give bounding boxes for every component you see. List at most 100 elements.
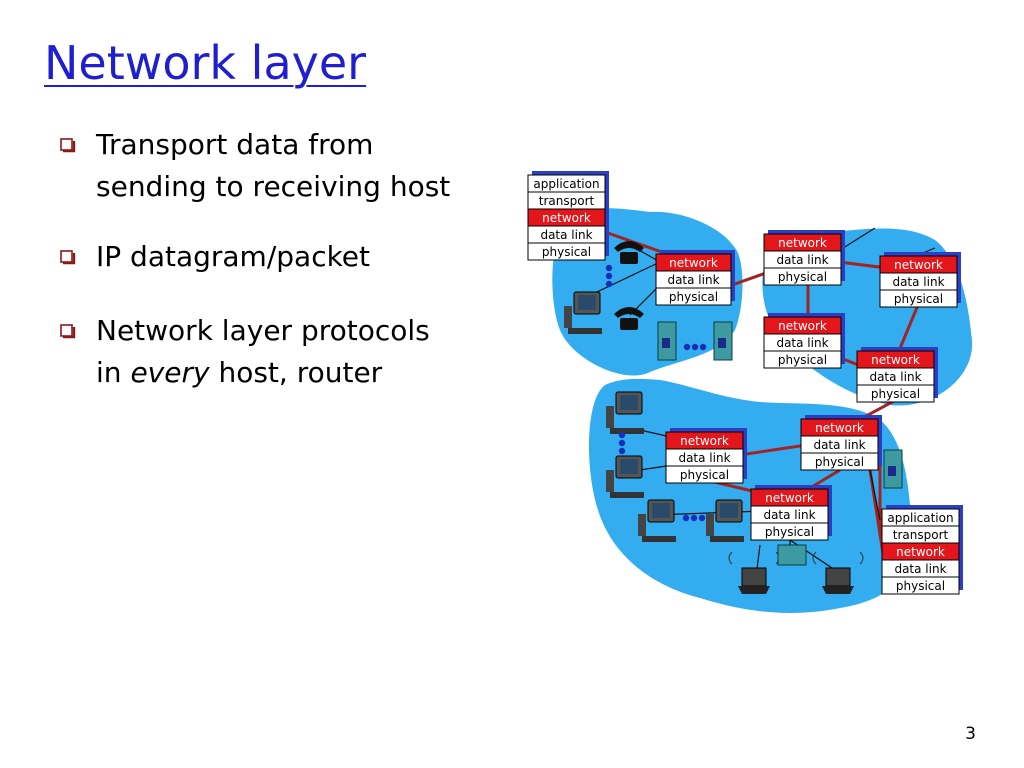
stack-layer xyxy=(856,384,935,403)
laptop-icon xyxy=(728,551,780,594)
stack-layer-label: physical xyxy=(542,245,591,259)
ellipsis-dot xyxy=(618,439,626,447)
stack-layer-label: data link xyxy=(540,228,592,242)
laptop-screen xyxy=(741,567,767,587)
ellipsis-dot xyxy=(699,343,707,351)
phone-base xyxy=(620,252,638,264)
stack-layer-label: data link xyxy=(894,562,946,576)
ellipsis-dot xyxy=(605,280,613,288)
computer-icon xyxy=(706,499,744,542)
stack-layer xyxy=(763,350,842,369)
computer-screen xyxy=(720,503,738,518)
bullet-text: IP datagram/packet xyxy=(96,240,371,273)
phone-handset xyxy=(614,307,644,318)
stack-layer-label: data link xyxy=(678,451,730,465)
laptop-base xyxy=(738,586,770,594)
computer-keyboard xyxy=(642,536,676,542)
host-stack: application transport network data link phys… xyxy=(527,171,609,261)
stack-layer-label: physical xyxy=(765,525,814,539)
stack-layer-label: network xyxy=(778,319,827,333)
router-stack: network data link physical xyxy=(856,347,938,403)
computer-screen xyxy=(620,459,638,474)
stack-layer-label: transport xyxy=(539,194,595,208)
stack-layer xyxy=(879,289,958,308)
ellipsis-dot xyxy=(618,447,626,455)
stack-layer-label: physical xyxy=(871,387,920,401)
stack-layer xyxy=(665,465,744,484)
router-stack: network data link physical xyxy=(750,485,832,541)
computer-tower xyxy=(564,306,572,328)
wireless-icon xyxy=(812,551,864,565)
ellipsis-icon xyxy=(683,343,707,351)
server-icon xyxy=(883,449,903,489)
computer-tower xyxy=(606,470,614,492)
stack-layer-label: network xyxy=(871,353,920,367)
stack-layer-label: network xyxy=(680,434,729,448)
phone-handset xyxy=(614,241,644,252)
stack-layer-label: transport xyxy=(893,528,949,542)
stack-layer xyxy=(750,522,829,541)
computer-screen xyxy=(620,395,638,410)
ellipsis-dot xyxy=(682,514,690,522)
stack-layer-label: network xyxy=(765,491,814,505)
stack-layer xyxy=(527,242,606,261)
computer-tower xyxy=(606,406,614,428)
ellipsis-dot xyxy=(605,264,613,272)
stack-layer-label: network xyxy=(894,258,943,272)
stack-layer-label: physical xyxy=(896,579,945,593)
computer-screen xyxy=(578,295,596,310)
laptop-screen xyxy=(825,567,851,587)
bullet-list: Transport data from sending to receiving… xyxy=(56,124,506,410)
square-bullet-icon xyxy=(60,324,76,339)
computer-icon xyxy=(606,455,644,498)
bullet-text-emphasis: every xyxy=(130,356,210,389)
stack-layer-label: physical xyxy=(778,353,827,367)
computer-keyboard xyxy=(568,328,602,334)
stack-layer-label: physical xyxy=(669,290,718,304)
stack-layer-label: data link xyxy=(776,336,828,350)
laptop-base xyxy=(822,586,854,594)
ellipsis-dot xyxy=(690,514,698,522)
router-stack: network data link physical xyxy=(763,313,845,369)
square-bullet-icon xyxy=(60,138,76,153)
stack-layer-label: network xyxy=(815,421,864,435)
stack-layer-label: application xyxy=(533,177,599,191)
stack-layer-label: data link xyxy=(869,370,921,384)
server-icon xyxy=(713,321,733,361)
stack-layer-label: physical xyxy=(894,292,943,306)
ellipsis-icon xyxy=(618,431,626,455)
phone-icon xyxy=(614,241,644,264)
ellipsis-dot xyxy=(683,343,691,351)
server-panel xyxy=(662,338,670,348)
link-line xyxy=(839,227,876,251)
computer-screen xyxy=(652,503,670,518)
bullet-item: Transport data from sending to receiving… xyxy=(56,124,506,208)
bullet-item: IP datagram/packet xyxy=(56,236,506,278)
phone-icon xyxy=(614,307,644,330)
stack-layer-label: data link xyxy=(892,275,944,289)
square-bullet-icon xyxy=(60,250,76,265)
host-stack: application transport network data link phys… xyxy=(881,505,963,595)
server-panel xyxy=(718,338,726,348)
ellipsis-icon xyxy=(605,264,613,288)
stack-layer-label: physical xyxy=(815,455,864,469)
stack-layer-label: data link xyxy=(763,508,815,522)
ellipsis-dot xyxy=(691,343,699,351)
computer-keyboard xyxy=(610,492,644,498)
bullet-text: sending to receiving host xyxy=(96,170,451,203)
bullet-text: Network layer protocols xyxy=(96,314,430,347)
computer-icon xyxy=(564,291,602,334)
stack-layer-label: network xyxy=(542,211,591,225)
laptop-icon xyxy=(812,551,864,594)
stack-layer-label: application xyxy=(887,511,953,525)
ellipsis-icon xyxy=(682,514,706,522)
bullet-item: Network layer protocols in every host, r… xyxy=(56,310,506,394)
bullet-text-part: in xyxy=(96,356,131,389)
stack-layer-label: network xyxy=(896,545,945,559)
devices xyxy=(564,241,903,594)
